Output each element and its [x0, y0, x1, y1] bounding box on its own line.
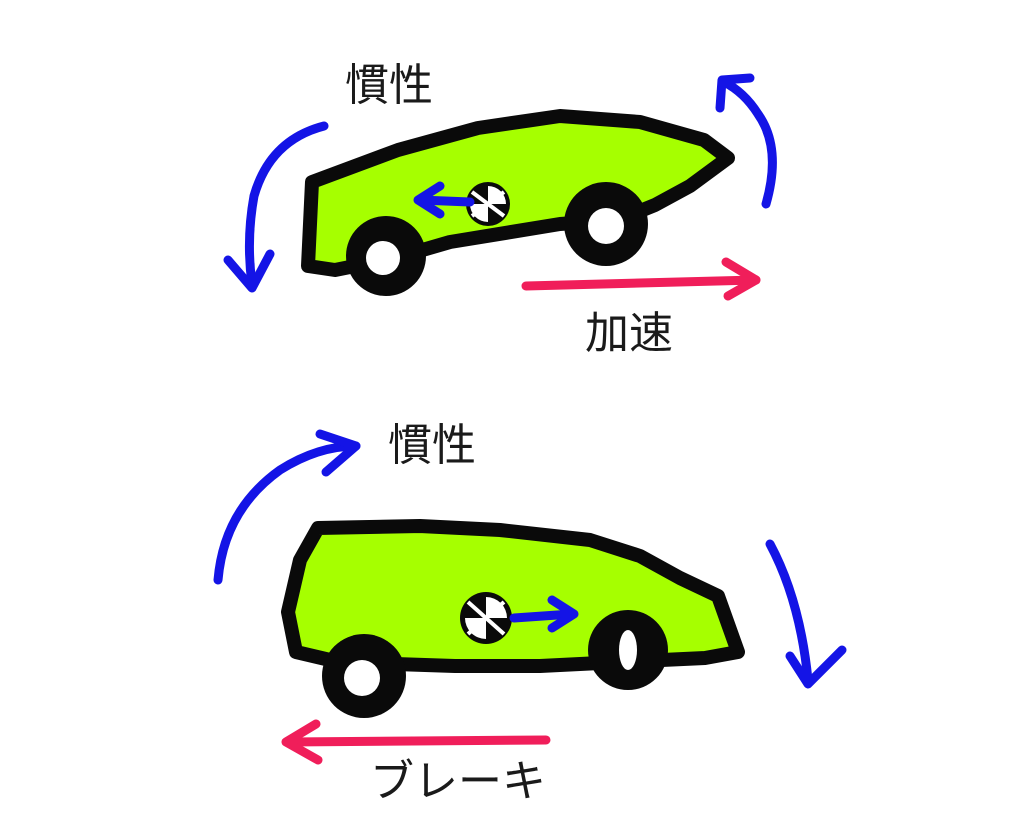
- top-scene: 慣性 加速: [223, 60, 777, 359]
- bottom-inertia-small-arrow: [509, 595, 579, 633]
- bottom-left-rotation-arrow: [213, 429, 361, 585]
- top-front-wheel: [564, 182, 648, 266]
- top-inertia-label: 慣性: [345, 60, 433, 111]
- top-force-label: 加速: [585, 308, 673, 359]
- bottom-front-wheel: [588, 610, 668, 690]
- top-right-rotation-arrow: [715, 73, 777, 209]
- top-force-arrow: [521, 257, 761, 301]
- bottom-inertia-label: 慣性: [388, 420, 476, 471]
- bottom-scene: 慣性 ブレーキ: [213, 420, 847, 807]
- bottom-force-arrow: [281, 719, 551, 765]
- bottom-right-rotation-arrow: [765, 539, 847, 689]
- top-inertia-small-arrow: [413, 181, 475, 219]
- bottom-force-label: ブレーキ: [370, 756, 546, 807]
- bottom-rear-wheel: [322, 634, 406, 718]
- top-center-of-mass: [466, 182, 510, 226]
- bottom-center-of-mass: [460, 592, 512, 644]
- top-rear-wheel: [346, 216, 426, 296]
- top-left-rotation-arrow: [223, 121, 329, 293]
